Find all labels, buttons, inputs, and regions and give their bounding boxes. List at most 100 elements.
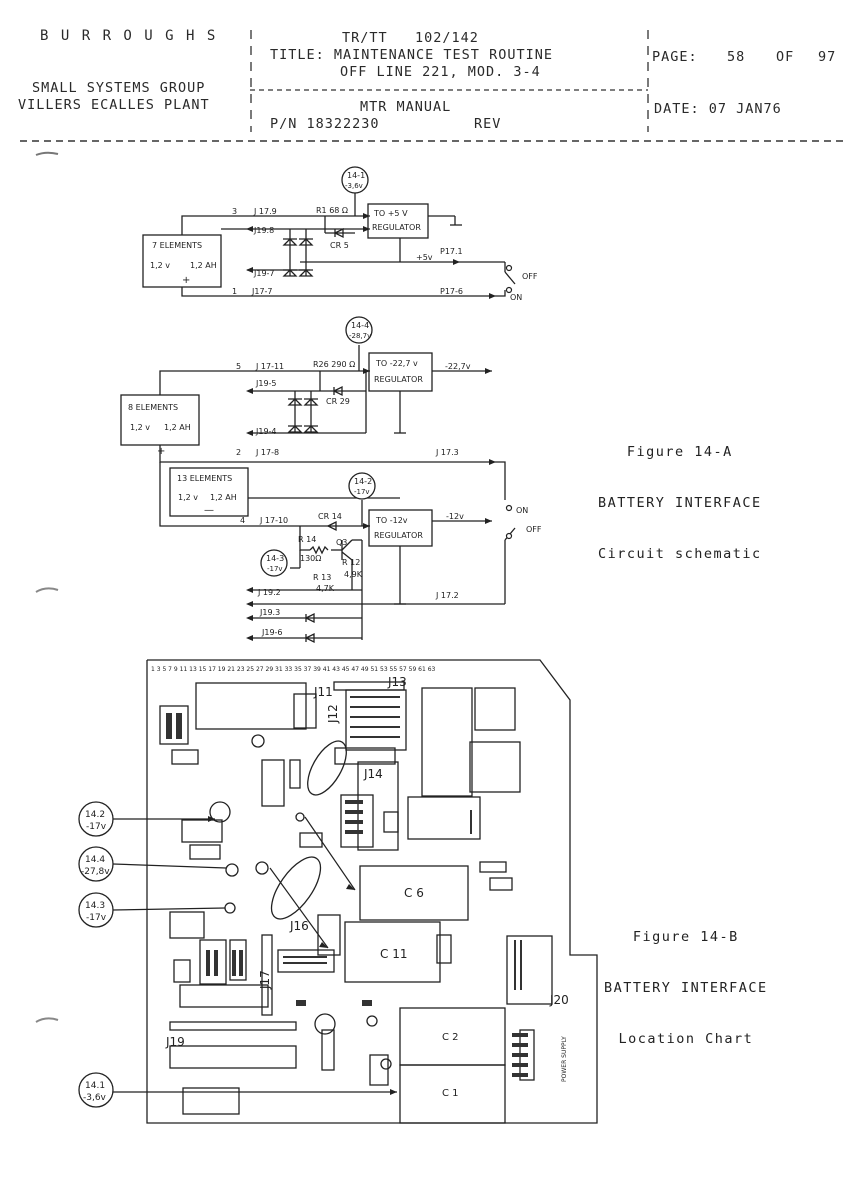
svg-text:R1 68 Ω: R1 68 Ω [316, 206, 348, 215]
svg-text:J19-7: J19-7 [253, 269, 275, 278]
svg-text:J19.3: J19.3 [259, 608, 280, 617]
svg-text:ON: ON [510, 293, 522, 302]
capacitor-c6 [359, 865, 469, 921]
svg-text:R 12: R 12 [342, 558, 360, 567]
svg-text:+: + [182, 275, 190, 286]
svg-text:J 19.2: J 19.2 [257, 588, 281, 597]
svg-text:J14: J14 [363, 767, 383, 781]
svg-text:J16: J16 [289, 919, 309, 933]
svg-text:7 ELEMENTS: 7 ELEMENTS [152, 241, 202, 250]
svg-text:J19-4: J19-4 [255, 427, 277, 436]
svg-text:REGULATOR: REGULATOR [374, 375, 423, 384]
tp-14-3-voltage: -17v [267, 565, 283, 573]
svg-text:C 2: C 2 [442, 1032, 459, 1043]
figure-14b-title: Figure 14-B [632, 929, 739, 945]
group-line-2: VILLERS ECALLES PLANT [18, 97, 210, 113]
svg-text:R 13: R 13 [313, 573, 331, 582]
document-title-line-1: TITLE: MAINTENANCE TEST ROUTINE [270, 47, 553, 63]
svg-text:130Ω: 130Ω [300, 554, 321, 563]
figure-14a-schematic: 14-1 -3,6v 14-4 -28,7v 14-2 -17v 14-3 -1… [120, 166, 542, 644]
capacitor-c1 [399, 1064, 506, 1124]
part-number: P/N 18322230 [270, 116, 380, 132]
tp-14-1-voltage: -3,6v [345, 182, 363, 190]
svg-text:13 ELEMENTS: 13 ELEMENTS [177, 474, 232, 483]
svg-text:J12: J12 [326, 704, 340, 724]
header-rules [20, 30, 848, 156]
svg-text:J11: J11 [313, 685, 333, 699]
binder-holes [35, 587, 59, 1023]
revision-label: REV [474, 116, 502, 132]
tp-14-4-callout-voltage: -27,8v [81, 867, 110, 877]
figure-14a-title: Figure 14-A [626, 444, 733, 460]
svg-text:J19-5: J19-5 [255, 379, 277, 388]
svg-text:J17-7: J17-7 [251, 287, 273, 296]
svg-text:2: 2 [236, 448, 241, 457]
svg-text:1,2 v: 1,2 v [130, 423, 150, 432]
svg-text:OFF: OFF [522, 272, 538, 281]
tp-14-3-callout-voltage: -17v [86, 913, 107, 923]
svg-text:J19-6: J19-6 [261, 628, 283, 637]
tp-14-2-label: 14-2 [354, 477, 372, 486]
tp-14-4-callout: 14.4 [85, 855, 105, 865]
figure-14a-subtitle: BATTERY INTERFACE [598, 495, 762, 511]
svg-text:J 17.9: J 17.9 [253, 207, 277, 216]
svg-text:J19.8: J19.8 [253, 226, 274, 235]
svg-text:R 14: R 14 [298, 535, 316, 544]
figure-14b-caption: Figure 14-B BATTERY INTERFACE Location C… [604, 895, 768, 1065]
tp-circle-14-1 [78, 1072, 114, 1108]
svg-text:—: — [204, 505, 214, 516]
tp-14-2-callout: 14.2 [85, 810, 105, 820]
svg-text:J13: J13 [387, 675, 407, 689]
connector-j20 [506, 935, 553, 1005]
tp-14-2-voltage: -17v [354, 488, 370, 496]
svg-text:C 1: C 1 [442, 1088, 459, 1099]
svg-text:1,2 v: 1,2 v [178, 493, 198, 502]
tp-14-4-label: 14-4 [351, 321, 369, 330]
page-label: PAGE: [652, 49, 698, 65]
svg-text:+5v: +5v [416, 253, 433, 262]
tp-14-1-callout: 14.1 [85, 1081, 105, 1091]
svg-text:5: 5 [236, 362, 241, 371]
tp-14-1-callout-voltage: -3,6v [83, 1093, 107, 1103]
test-point-14-2 [348, 472, 376, 500]
document-date: DATE: 07 JAN76 [654, 101, 782, 117]
svg-text:REGULATOR: REGULATOR [374, 531, 423, 540]
figure-14a-caption: Figure 14-A BATTERY INTERFACE Circuit sc… [598, 410, 762, 580]
svg-text:C 11: C 11 [380, 947, 407, 961]
test-point-14-4 [345, 316, 373, 344]
svg-text:J20: J20 [549, 993, 569, 1007]
svg-text:J 17-11: J 17-11 [255, 362, 284, 371]
battery-13-elements [169, 467, 249, 517]
svg-text:OFF: OFF [526, 525, 542, 534]
figure-14a-description: Circuit schematic [598, 546, 762, 562]
svg-text:1 3 5 7 9 11 13 15 17 19 21 23: 1 3 5 7 9 11 13 15 17 19 21 23 25 27 29 … [151, 666, 436, 673]
svg-text:CR 29: CR 29 [326, 397, 350, 406]
svg-text:4,9K: 4,9K [344, 570, 363, 579]
page-total: 97 [818, 49, 837, 65]
company-name: B U R R O U G H S [40, 28, 218, 44]
page-of: OF [776, 49, 795, 65]
svg-text:ON: ON [516, 506, 528, 515]
svg-text:J 17.3: J 17.3 [435, 448, 459, 457]
tp-14-3-callout: 14.3 [85, 901, 105, 911]
tp-14-3-label: 14-3 [266, 554, 284, 563]
regulator-5v [367, 203, 429, 239]
svg-text:-22,7v: -22,7v [445, 362, 471, 371]
tp-14-2-callout-voltage: -17v [86, 822, 107, 832]
manual-name: MTR MANUAL [360, 99, 452, 115]
page-number: 58 [727, 49, 746, 65]
svg-text:P17.1: P17.1 [440, 247, 463, 256]
capacitor-c11 [344, 921, 441, 983]
svg-text:TO +5 V: TO +5 V [373, 209, 408, 218]
svg-text:J 17-8: J 17-8 [255, 448, 279, 457]
test-point-14-1 [341, 166, 369, 194]
svg-text:POWER SUPPLY: POWER SUPPLY [561, 1036, 568, 1082]
svg-text:Q3: Q3 [336, 538, 347, 547]
svg-text:4,7K: 4,7K [316, 584, 335, 593]
svg-text:TO -22,7 v: TO -22,7 v [375, 359, 418, 368]
svg-text:REGULATOR: REGULATOR [372, 223, 421, 232]
svg-text:4: 4 [240, 516, 245, 525]
tp-14-1-label: 14-1 [347, 171, 365, 180]
svg-text:J19: J19 [165, 1035, 185, 1049]
